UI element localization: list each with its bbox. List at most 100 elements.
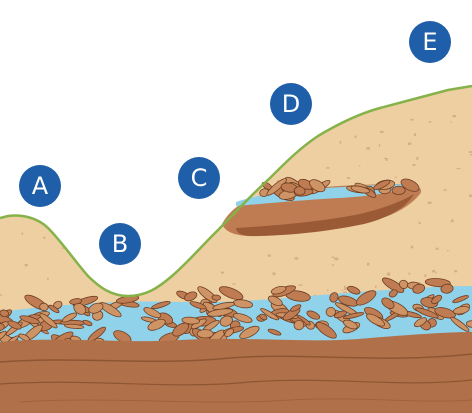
- gravel-pebble: [48, 304, 60, 314]
- gravel-pebble: [267, 328, 282, 336]
- soil-speckle: [73, 120, 76, 123]
- soil-speckle: [149, 230, 152, 233]
- gravel-pebble: [347, 285, 361, 295]
- gravel-pebble: [218, 286, 244, 300]
- soil-speckle: [344, 286, 348, 290]
- gravel-pebble: [181, 316, 200, 325]
- soil-speckle: [15, 144, 19, 147]
- soil-speckle: [344, 285, 346, 288]
- soil-speckle: [61, 247, 66, 249]
- soil-speckle: [57, 150, 60, 152]
- soil-speckle: [470, 154, 472, 156]
- soil-speckle: [277, 180, 279, 182]
- gravel-pebble: [0, 309, 9, 318]
- marker-a-label: A: [32, 172, 49, 200]
- soil-speckle: [43, 236, 46, 239]
- perched-aquifer: [222, 176, 422, 237]
- gravel-pebble: [381, 297, 395, 309]
- location-marker-e: E: [409, 21, 451, 63]
- gravel-pebble: [267, 295, 283, 307]
- soil-speckle: [359, 165, 361, 167]
- bedrock-layer: [0, 332, 472, 413]
- soil-speckle: [331, 256, 335, 258]
- gravel-pebble: [400, 178, 420, 192]
- soil-speckle: [95, 254, 98, 257]
- gravel-pebble: [19, 315, 40, 325]
- gravel-pebble: [88, 302, 104, 314]
- gravel-pebble: [260, 308, 279, 321]
- gravel-pebble: [259, 313, 268, 321]
- soil-speckle: [20, 156, 22, 158]
- gravel-pebble: [355, 290, 377, 306]
- soil-speckle: [35, 110, 39, 112]
- gravel-pebble: [306, 310, 321, 320]
- gravel-pebble: [211, 294, 222, 301]
- soil-speckle: [454, 270, 458, 273]
- soil-speckle: [410, 245, 414, 249]
- soil-speckle: [97, 157, 102, 159]
- gravel-pebble: [0, 330, 7, 342]
- soil-speckle: [443, 189, 447, 191]
- soil-speckle: [95, 245, 98, 247]
- gravel-pebble: [39, 313, 58, 329]
- gravel-pebble: [196, 329, 214, 339]
- marker-b-label: B: [112, 230, 128, 258]
- soil-speckle: [168, 125, 171, 129]
- location-marker-c: C: [178, 157, 220, 199]
- gravel-pebble: [266, 178, 287, 196]
- marker-c-label: C: [191, 164, 208, 192]
- soil-speckle: [468, 151, 472, 153]
- soil-speckle: [334, 257, 339, 261]
- gravel-pebble: [452, 295, 469, 304]
- soil-speckle: [125, 154, 128, 157]
- soil-speckle: [269, 142, 272, 144]
- soil-speckle: [386, 272, 391, 276]
- gravel-pebble: [382, 277, 405, 293]
- location-marker-a: A: [19, 165, 61, 207]
- soil-speckle: [267, 254, 271, 257]
- soil-speckle: [117, 281, 121, 284]
- gravel-pebble: [450, 316, 470, 332]
- gravel-pebble: [350, 185, 371, 194]
- soil-speckle: [385, 158, 388, 161]
- gravel-pebble: [366, 313, 385, 327]
- soil-speckle: [332, 264, 334, 266]
- soil-speckle: [186, 147, 190, 149]
- soil-speckle: [375, 285, 377, 289]
- soil-speckle: [412, 164, 416, 166]
- soil-speckle: [367, 262, 370, 266]
- soil-speckle: [429, 121, 432, 123]
- soil-speckle: [424, 274, 427, 277]
- gravel-pebble: [315, 321, 337, 339]
- soil-speckle: [469, 194, 472, 197]
- gravel-pebble: [270, 285, 287, 295]
- gravel-pebble: [69, 298, 83, 305]
- gravel-pebble: [224, 328, 235, 338]
- marker-a-circle: [19, 165, 61, 207]
- soil-speckle: [66, 174, 70, 177]
- soil-speckle: [346, 177, 351, 179]
- gravel-pebble: [342, 312, 365, 320]
- soil-speckle: [410, 118, 414, 121]
- soil-speckle: [418, 221, 421, 224]
- soil-speckle: [220, 271, 225, 274]
- soil-speckle: [55, 207, 57, 211]
- gravel-pebble: [373, 179, 391, 190]
- gravel-pebble: [219, 315, 233, 327]
- soil-speckle: [210, 143, 214, 146]
- soil-speckle: [26, 118, 28, 122]
- gravel-pebble: [239, 325, 260, 339]
- soil-speckle: [0, 294, 2, 296]
- soil-speckle: [435, 271, 437, 274]
- soil-speckle: [80, 125, 83, 128]
- bedrock-streak-3: [19, 398, 472, 403]
- bedrock-streak-1: [0, 353, 472, 363]
- gravel-pebble: [431, 294, 443, 305]
- soil-speckle: [326, 167, 330, 169]
- soil-speckle: [408, 272, 411, 275]
- soil-speckle: [450, 121, 452, 123]
- soil-speckle: [447, 250, 449, 252]
- gravel-pebble: [189, 301, 207, 310]
- soil-speckle: [24, 263, 28, 267]
